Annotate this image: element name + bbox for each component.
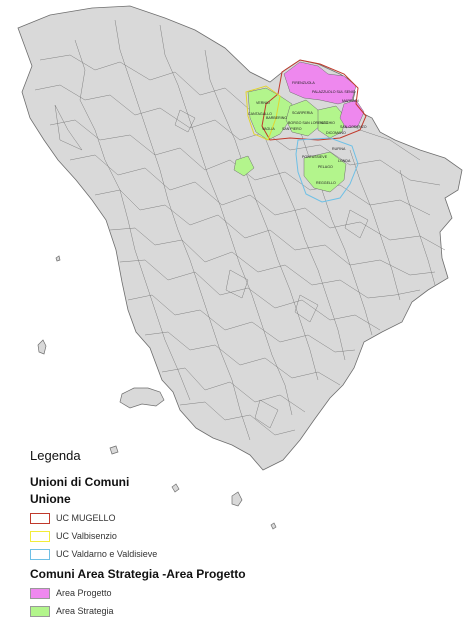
legend-swatch-area-strategia <box>30 605 50 617</box>
map-label: PELAGO <box>318 165 333 169</box>
legend-swatch-uc-mugello <box>30 512 50 524</box>
legend-item-area-progetto: Area Progetto <box>30 584 330 602</box>
map-label: MARRADI <box>342 99 359 103</box>
legend-item-area-strategia: Area Strategia <box>30 602 330 620</box>
legend-label: Area Strategia <box>56 606 114 616</box>
uc-valdarno-boundary <box>295 137 359 203</box>
legend-label: Area Progetto <box>56 588 112 598</box>
island-giannutri <box>270 522 277 530</box>
tuscany-mainland <box>17 5 463 471</box>
island-pianosa <box>109 445 119 455</box>
map-label: VAGLIA <box>262 127 275 131</box>
map-label: PONTASSIEVE <box>302 155 328 159</box>
area-strategia-regions <box>233 87 347 193</box>
map-label: REGGELLO <box>316 181 336 185</box>
island-giglio <box>231 491 243 507</box>
legend-unione-heading: Unione <box>30 492 71 506</box>
map-label: LONDA <box>338 159 351 163</box>
legend-item-uc-valdarno: UC Valdarno e Valdisieve <box>30 545 330 563</box>
map-label: FIRENZUOLA <box>292 81 315 85</box>
legend-swatch-uc-valbisenzio <box>30 530 50 542</box>
map-label: BORGO SAN LORENZO <box>288 121 328 125</box>
uc-mugello-boundary <box>261 59 367 141</box>
legend-swatch-area-progetto <box>30 587 50 599</box>
island-montecristo <box>171 483 180 493</box>
uc-valbisenzio-boundary <box>245 85 281 141</box>
map-label: PALAZZUOLO SUL SENIO <box>312 90 356 94</box>
map-legend: Legenda Unioni di Comuni Unione UC MUGEL… <box>30 448 330 620</box>
legend-item-uc-mugello: UC MUGELLO <box>30 509 330 527</box>
legend-label: UC MUGELLO <box>56 513 116 523</box>
legend-unioni-heading: Unioni di Comuni <box>30 475 130 489</box>
map-label: VICCHIO <box>320 121 335 125</box>
island-capraia <box>37 339 47 355</box>
island-gorgona <box>55 255 61 262</box>
map-label: SAN GODENZO <box>340 125 367 129</box>
map-label: DICOMANO <box>326 131 346 135</box>
islands <box>37 255 277 530</box>
map-label: CANTAGALLO <box>248 112 272 116</box>
legend-label: UC Valdarno e Valdisieve <box>56 549 158 559</box>
legend-label: UC Valbisenzio <box>56 531 117 541</box>
legend-item-uc-valbisenzio: UC Valbisenzio <box>30 527 330 545</box>
map-label: SCARPERIA <box>292 111 313 115</box>
island-elba <box>119 387 165 409</box>
legend-aree-heading: Comuni Area Strategia -Area Progetto <box>30 567 246 581</box>
map-label: VERNIO <box>256 101 270 105</box>
map-label: BARBERINO <box>266 116 287 120</box>
map-label: SAN PIERO <box>282 127 302 131</box>
map-labels: FIRENZUOLA PALAZZUOLO SUL SENIO MARRADI … <box>248 81 367 185</box>
legend-title: Legenda <box>30 448 81 463</box>
map-label: RUFINA <box>332 147 346 151</box>
legend-swatch-uc-valdarno <box>30 548 50 560</box>
